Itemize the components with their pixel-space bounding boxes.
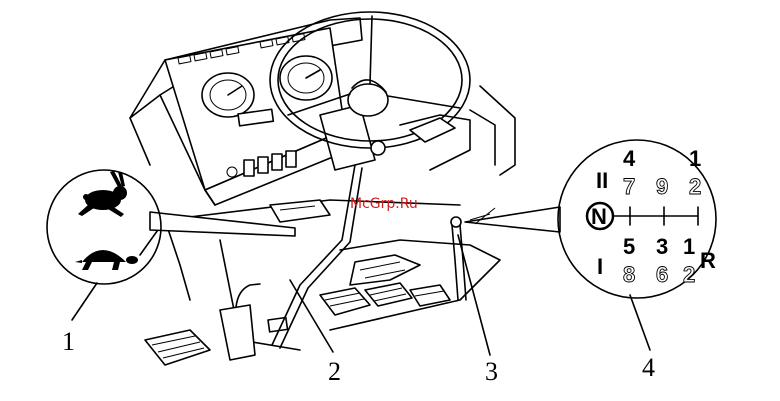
callout-1: 1 [62,327,75,356]
reverse-label: R [700,248,716,273]
speed-icon-pointer [149,211,296,237]
gear-pattern-callout: II I N 4 1 7 9 2 5 3 1 R 8 6 2 [557,139,717,299]
switch-row [226,150,297,178]
callout-3: 3 [485,357,498,386]
brake-pedal-left [319,287,371,316]
range-lever [271,164,363,349]
range-plate [269,199,331,223]
gear-top-2: 2 [689,174,701,199]
steering-wheel [269,11,471,149]
neutral-label: N [591,204,607,229]
gear-range-top-label: II [596,168,608,193]
cab-floor [139,199,501,366]
gear-top-9: 9 [656,174,668,199]
side-console [399,85,516,176]
steering-assembly [269,11,471,171]
rabbit-icon [78,171,127,217]
accelerator-pedal [409,284,451,307]
gear-bottom-2: 2 [683,262,695,287]
gear-bottom-3: 3 [656,234,668,259]
leader-lines [71,234,651,356]
gear-bottom-5: 5 [623,234,635,259]
gear-top-1: 1 [689,146,701,171]
callout-2: 2 [328,357,341,386]
dashboard [129,17,363,206]
left-gauge [201,72,255,118]
right-gauge [279,55,333,101]
gear-bottom-6: 6 [656,262,668,287]
speed-range-callout [46,169,162,285]
gear-lever [450,216,467,301]
gear-bottom-1: 1 [683,234,695,259]
gear-bottom-8: 8 [623,262,635,287]
gear-range-bottom-label: I [597,254,603,279]
shift-lever-knob [409,117,456,143]
gear-top-7: 7 [623,174,635,199]
hand-throttle [237,108,275,127]
watermark-text: McGrp.Ru [350,196,418,212]
gear-top-4: 4 [623,146,636,171]
gear-pattern-pointer [464,206,561,233]
turtle-icon [75,250,138,270]
callout-4: 4 [642,353,655,382]
